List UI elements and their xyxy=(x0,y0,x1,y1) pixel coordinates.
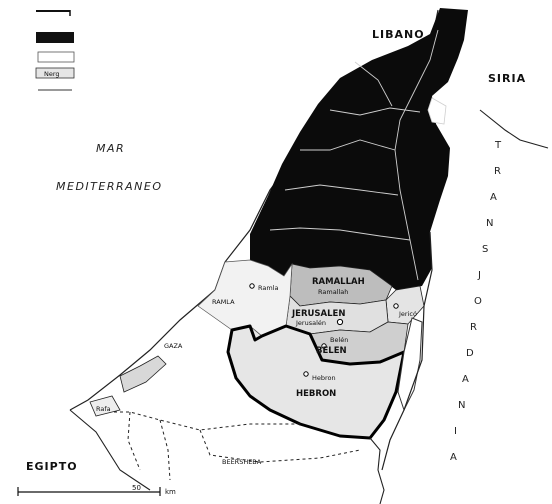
gaza-strip xyxy=(119,355,167,393)
southern-dashed-lines xyxy=(96,411,300,431)
label-hebron-town: Hebron xyxy=(312,374,336,382)
label-ramla-town: Ramla xyxy=(258,284,278,292)
bold-border xyxy=(226,324,406,440)
jordan-river-border xyxy=(381,231,433,471)
town-marker-jericho xyxy=(393,303,399,309)
transjordania-letter: R xyxy=(494,166,502,177)
transjordania-letter: D xyxy=(466,348,475,359)
region-northern-black xyxy=(250,8,468,290)
label-jerusalen-town: Jerusalén xyxy=(295,319,326,327)
egypt-border xyxy=(69,409,151,491)
label-siria: SIRIA xyxy=(488,72,526,85)
label-transjordania: T R A N S J O R D A N I A xyxy=(450,140,502,463)
label-belen-district: BELEN xyxy=(316,346,347,356)
map-legend: Nerg xyxy=(35,10,75,91)
transjordania-letter: N xyxy=(486,218,494,229)
label-hebron-district: HEBRON xyxy=(296,389,336,399)
label-egipto: EGIPTO xyxy=(26,460,78,473)
label-beersheba: BEERSHEBA xyxy=(222,458,262,466)
rafa-area xyxy=(89,395,121,417)
label-rafa: Rafa xyxy=(96,405,111,413)
transjordania-letter: O xyxy=(474,296,483,307)
label-ramla-district: RAMLA xyxy=(212,298,235,306)
label-jerusalen-district: JERUSALEN xyxy=(291,309,345,319)
scale-unit: km xyxy=(165,488,176,496)
legend-swatch-dotted xyxy=(35,67,75,79)
transjordania-letter: I xyxy=(454,426,458,437)
label-mar: MAR xyxy=(96,142,125,155)
transjordania-letter: S xyxy=(482,244,489,255)
town-marker-hebron xyxy=(303,371,309,377)
transjordania-letter: A xyxy=(462,374,470,385)
scale-bar: 50 km xyxy=(17,484,176,496)
dead-sea xyxy=(397,317,423,412)
lake-tiberias xyxy=(427,97,447,125)
label-libano: LIBANO xyxy=(372,28,425,41)
scale-value: 50 xyxy=(132,484,141,492)
transjordania-letter: R xyxy=(470,322,478,333)
label-ramallah-district: RAMALLAH xyxy=(312,277,365,287)
transjordania-letter: A xyxy=(490,192,498,203)
town-marker-jerusalen xyxy=(336,318,344,326)
transjordania-letter: J xyxy=(477,270,482,281)
label-belen-town: Belén xyxy=(330,336,348,344)
label-gaza: GAZA xyxy=(164,342,183,350)
town-marker-belen xyxy=(321,343,327,349)
rivers xyxy=(269,29,447,281)
district-jericho xyxy=(385,285,425,325)
transjordania-letter: T xyxy=(494,140,502,151)
transjordania-letter: N xyxy=(458,400,466,411)
legend-label-nerg: Nerg xyxy=(44,70,60,78)
negev-outline xyxy=(369,437,385,504)
label-jericho-town: Jericó xyxy=(398,310,417,318)
label-ramallah-town: Ramallah xyxy=(318,288,348,296)
transjordan-coast xyxy=(479,109,549,149)
label-mediterraneo: MEDITERRANEO xyxy=(56,180,162,193)
town-marker-ramla xyxy=(249,283,255,289)
town-markers xyxy=(249,283,399,377)
transjordania-letter: A xyxy=(450,452,458,463)
legend-swatch-black xyxy=(36,32,74,43)
legend-swatch-line xyxy=(36,10,70,12)
legend-swatch-white xyxy=(37,51,75,63)
